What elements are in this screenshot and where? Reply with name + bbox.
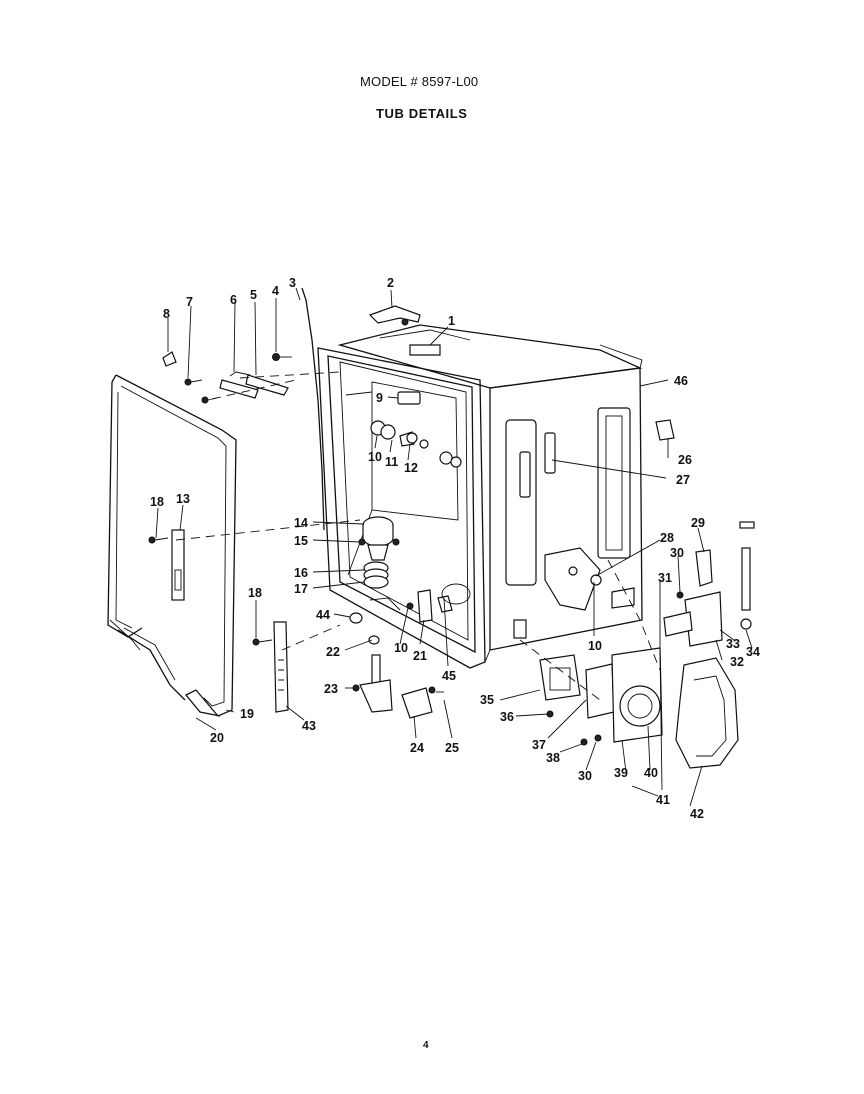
hinge-parts: [162, 351, 292, 404]
callout-34: 34: [746, 645, 760, 659]
callout-31: 31: [658, 571, 672, 585]
callout-1: 1: [448, 314, 455, 328]
callout-45: 45: [442, 669, 456, 683]
callout-28: 28: [660, 531, 674, 545]
callout-41: 41: [656, 793, 670, 807]
callout-18-lower: 18: [248, 586, 262, 600]
callout-10-middle: 10: [394, 641, 408, 655]
callout-26: 26: [678, 453, 692, 467]
tub-body: [317, 324, 643, 669]
callout-4: 4: [272, 284, 279, 298]
callout-13: 13: [176, 492, 190, 506]
callout-36: 36: [500, 710, 514, 724]
callout-42: 42: [690, 807, 704, 821]
page-number: 4: [423, 1040, 429, 1051]
callout-6: 6: [230, 293, 237, 307]
callout-3: 3: [289, 276, 296, 290]
callout-22: 22: [326, 645, 340, 659]
centre-parts: [358, 391, 462, 611]
callout-11: 11: [385, 455, 398, 469]
callout-7: 7: [186, 295, 193, 309]
callout-10-upper: 10: [368, 450, 382, 464]
callout-37: 37: [532, 738, 546, 752]
callout-24: 24: [410, 741, 424, 755]
right-parts: [539, 419, 755, 769]
callout-leaders: [155, 287, 753, 807]
callout-25: 25: [445, 741, 459, 755]
callout-35: 35: [480, 693, 494, 707]
callout-39: 39: [614, 766, 628, 780]
callout-43: 43: [302, 719, 316, 733]
callout-5: 5: [250, 288, 257, 302]
callout-16: 16: [294, 566, 308, 580]
lower-left-parts: [148, 536, 471, 719]
callout-8: 8: [163, 307, 170, 321]
callout-19: 19: [240, 707, 254, 721]
alignment-lines: [175, 371, 661, 701]
callout-12: 12: [404, 461, 418, 475]
callout-23: 23: [324, 682, 338, 696]
callout-33: 33: [726, 637, 740, 651]
callout-17: 17: [294, 582, 308, 596]
callout-2: 2: [387, 276, 394, 290]
callout-32: 32: [730, 655, 744, 669]
door-gasket: [107, 374, 237, 717]
callout-38: 38: [546, 751, 560, 765]
model-number-title: MODEL # 8597-L00: [360, 74, 479, 89]
callout-40: 40: [644, 766, 658, 780]
callout-9: 9: [376, 391, 383, 405]
callout-30-upper: 30: [670, 546, 684, 560]
callout-29: 29: [691, 516, 705, 530]
callout-20: 20: [210, 731, 224, 745]
callout-44: 44: [316, 608, 330, 622]
callout-46: 46: [674, 374, 688, 388]
section-title: TUB DETAILS: [376, 106, 468, 121]
callout-27: 27: [676, 473, 690, 487]
callout-18-upper: 18: [150, 495, 164, 509]
callout-30-lower: 30: [578, 769, 592, 783]
callout-10-right: 10: [588, 639, 602, 653]
callout-14: 14: [294, 516, 308, 530]
callout-15: 15: [294, 534, 308, 548]
callout-21: 21: [413, 649, 427, 663]
tub-rod: [301, 287, 325, 531]
callout-numbers: 1 2 3 4 5 6 7 8 9 10 11 12 13 14 15 16 1…: [150, 276, 760, 821]
